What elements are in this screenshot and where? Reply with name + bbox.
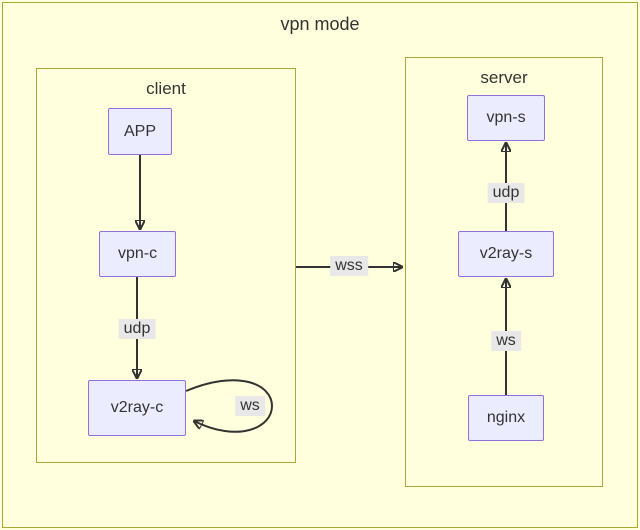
subgraph-server-label: server bbox=[480, 68, 528, 87]
diagram-title: vpn mode bbox=[280, 14, 360, 34]
node-vpn-s: vpn-s bbox=[467, 95, 545, 141]
edge-label-wss: wss bbox=[330, 256, 368, 276]
subgraph-server: server bbox=[405, 57, 603, 487]
subgraph-client: client bbox=[36, 68, 296, 463]
edge-label-ws-server: ws bbox=[491, 331, 521, 351]
subgraph-client-label: client bbox=[146, 79, 186, 98]
node-v2ray-s: v2ray-s bbox=[458, 231, 554, 277]
edge-label-ws-loop: ws bbox=[235, 396, 265, 416]
edge-label-udp-server: udp bbox=[487, 183, 525, 203]
node-nginx: nginx bbox=[468, 395, 544, 441]
node-v2ray-c: v2ray-c bbox=[88, 380, 186, 436]
edge-label-udp-client: udp bbox=[118, 319, 156, 339]
node-vpn-c: vpn-c bbox=[99, 231, 176, 277]
node-app: APP bbox=[108, 108, 172, 155]
